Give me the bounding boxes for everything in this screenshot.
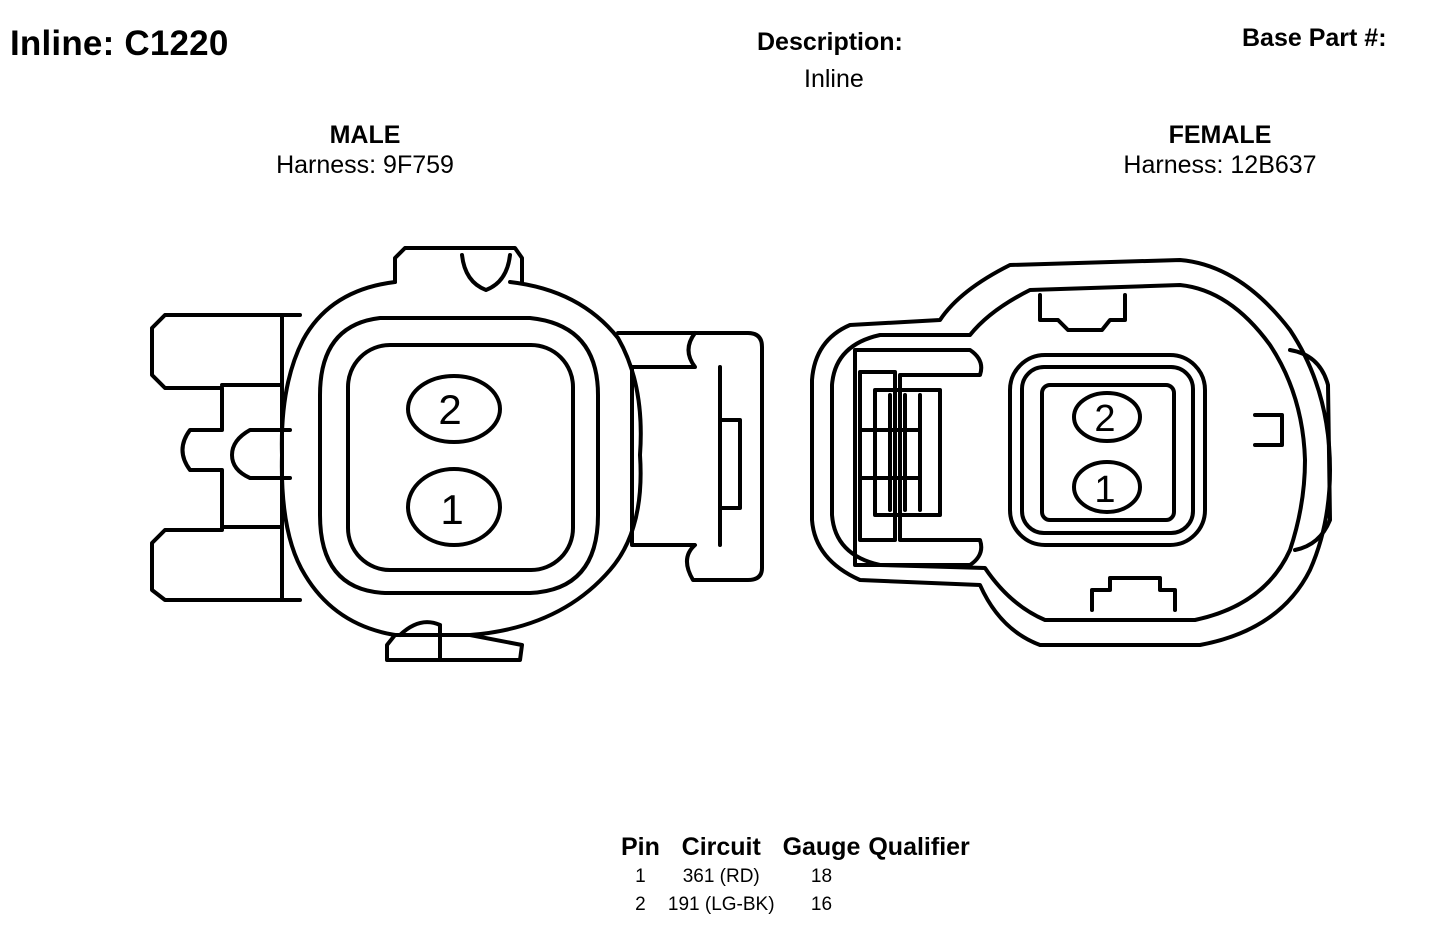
col-qualifier: Qualifier — [868, 833, 970, 861]
cell-gauge: 18 — [810, 866, 833, 887]
pin-table-header-row: Pin Circuit Gauge Qualifier — [617, 833, 974, 862]
male-top-tab — [393, 246, 524, 292]
female-left-block — [853, 348, 984, 567]
table-row: 1 361 (RD) 18 — [617, 862, 974, 890]
female-body-outer — [810, 258, 1332, 647]
male-latch-notch — [220, 383, 284, 529]
female-pin-1-label: 1 — [1094, 469, 1115, 511]
female-left-inner — [858, 370, 942, 542]
male-connector: 2 1 — [150, 246, 764, 662]
female-connector: 2 1 — [810, 258, 1332, 647]
cell-pin: 2 — [635, 894, 646, 915]
male-latch-cutout — [230, 428, 292, 480]
male-right-lock — [616, 331, 764, 582]
male-body-outer — [279, 280, 643, 637]
female-cavity-outer — [1008, 353, 1207, 547]
description-label: Description: — [757, 28, 903, 56]
male-cavity — [346, 343, 575, 572]
female-body-ring — [830, 283, 1307, 622]
connector-title: Inline: C1220 — [10, 24, 229, 63]
female-pin-2-label: 2 — [1094, 398, 1115, 440]
col-pin: Pin — [621, 833, 660, 861]
male-left-latch — [150, 313, 302, 602]
table-row: 2 191 (LG-BK) 16 — [617, 890, 974, 918]
female-pin-1 — [1072, 460, 1142, 514]
cell-gauge: 16 — [810, 894, 833, 915]
cell-circuit: 361 (RD) — [682, 866, 760, 887]
cell-qualifier — [864, 890, 973, 918]
male-label: MALE — [329, 121, 401, 149]
male-pin-1-label: 1 — [440, 486, 463, 533]
female-harness: Harness: 12B637 — [1123, 151, 1317, 179]
base-part-label: Base Part #: — [1242, 24, 1387, 52]
description-value: Inline — [804, 65, 864, 93]
cell-qualifier — [864, 862, 973, 890]
male-lock-inner — [718, 365, 742, 547]
male-pin-1 — [406, 467, 502, 547]
male-pin-2-label: 2 — [438, 386, 461, 433]
col-circuit: Circuit — [681, 833, 761, 861]
female-pin-2 — [1072, 391, 1142, 443]
female-top-tab — [1038, 293, 1127, 332]
female-label: FEMALE — [1168, 121, 1272, 149]
male-header: MALE Harness: 9F759 — [215, 120, 515, 180]
male-bottom-tab — [385, 620, 524, 662]
pin-table: Pin Circuit Gauge Qualifier 1 361 (RD) 1… — [617, 833, 974, 918]
male-harness: Harness: 9F759 — [276, 151, 454, 179]
male-pin-2 — [406, 374, 502, 444]
female-right-latch — [1253, 348, 1332, 552]
cell-circuit: 191 (LG-BK) — [667, 894, 775, 915]
col-gauge: Gauge — [782, 833, 861, 861]
female-header: FEMALE Harness: 12B637 — [1070, 120, 1370, 180]
female-bottom-tab — [1090, 576, 1177, 612]
male-inner-ring — [318, 316, 600, 595]
female-cavity-inner — [1040, 383, 1176, 522]
cell-pin: 1 — [635, 866, 646, 887]
female-cavity-mid — [1020, 365, 1195, 535]
